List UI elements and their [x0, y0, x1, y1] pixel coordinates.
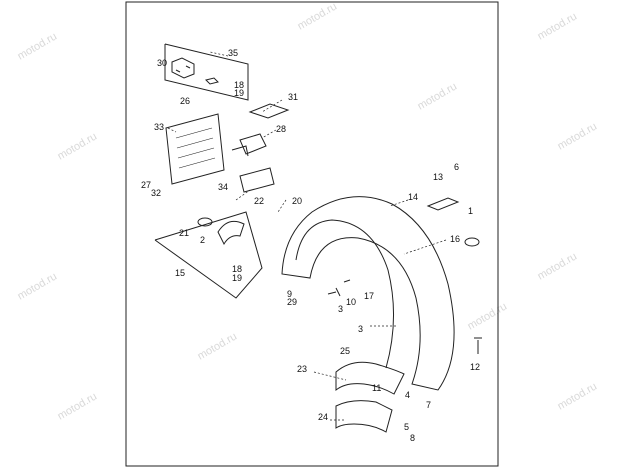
callout-4: 4: [405, 390, 410, 400]
connector-part: [205, 77, 219, 85]
support-bracket-24: [335, 400, 393, 433]
callout-16: 16: [450, 234, 460, 244]
callout-5: 5: [404, 422, 409, 432]
callout-21: 21: [179, 228, 189, 238]
callout-12: 12: [470, 362, 480, 372]
callout-3: 3: [338, 304, 343, 314]
callout-10: 10: [346, 297, 356, 307]
watermark-text: motod.ru: [16, 270, 60, 302]
callout-28: 28: [276, 124, 286, 134]
group-outline-35: [164, 43, 249, 101]
callout-18: 18: [232, 264, 242, 274]
callout-20: 20: [292, 196, 302, 206]
washer-part: [464, 237, 480, 247]
callout-13: 13: [433, 172, 443, 182]
switch-part: [171, 57, 195, 79]
callout-32: 32: [151, 188, 161, 198]
callout-23: 23: [297, 364, 307, 374]
bolt-part-12: [474, 337, 482, 354]
bracket-part-13: [426, 197, 460, 211]
diagram-border: [125, 1, 499, 467]
watermark-text: motod.ru: [196, 330, 240, 362]
callout-7: 7: [426, 400, 431, 410]
callout-34: 34: [218, 182, 228, 192]
watermark-text: motod.ru: [556, 120, 600, 152]
fender-inner-edge: [295, 219, 395, 369]
bracket-part-31: [248, 103, 290, 119]
watermark-text: motod.ru: [466, 300, 510, 332]
license-plate: [165, 113, 225, 185]
callout-8: 8: [410, 433, 415, 443]
bolt-part: [327, 279, 351, 297]
callout-15: 15: [175, 268, 185, 278]
callout-33: 33: [154, 122, 164, 132]
callout-22: 22: [254, 196, 264, 206]
bracket-part-28: [231, 133, 267, 157]
watermark-layer: motod.ru motod.ru motod.ru motod.ru motod.ru…: [16, 0, 600, 422]
callout-9: 9: [287, 289, 292, 299]
callout-25: 25: [340, 346, 350, 356]
callout-27: 27: [141, 180, 151, 190]
callout-3: 3: [358, 324, 363, 334]
support-bracket-25: [335, 361, 405, 395]
watermark-text: motod.ru: [556, 380, 600, 412]
callout-2: 2: [200, 235, 205, 245]
rear-fender: [281, 196, 455, 391]
callout-35: 35: [228, 48, 238, 58]
callout-17: 17: [364, 291, 374, 301]
watermark-text: motod.ru: [536, 10, 580, 42]
watermark-text: motod.ru: [536, 250, 580, 282]
callout-19: 19: [232, 273, 242, 283]
callout-1: 1: [468, 206, 473, 216]
watermark-text: motod.ru: [56, 390, 100, 422]
callout-18: 18: [234, 80, 244, 90]
watermark-text: motod.ru: [416, 80, 460, 112]
callout-6: 6: [454, 162, 459, 172]
callout-29: 29: [287, 297, 297, 307]
callout-11: 11: [372, 383, 381, 393]
watermark-text: motod.ru: [16, 30, 60, 62]
watermark-text: motod.ru: [56, 130, 100, 162]
lamp-lens: [197, 217, 213, 227]
leader-lines: [167, 51, 447, 421]
callout-26: 26: [180, 96, 190, 106]
callout-14: 14: [408, 192, 418, 202]
lamp-bracket: [217, 220, 245, 246]
bracket-part-34: [239, 167, 275, 193]
callout-30: 30: [157, 58, 167, 68]
plate-holes: [175, 127, 216, 169]
callout-19: 19: [234, 88, 244, 98]
callout-31: 31: [288, 92, 298, 102]
callout-24: 24: [318, 412, 328, 422]
watermark-text: motod.ru: [296, 0, 340, 32]
group-outline-15: [154, 211, 263, 299]
